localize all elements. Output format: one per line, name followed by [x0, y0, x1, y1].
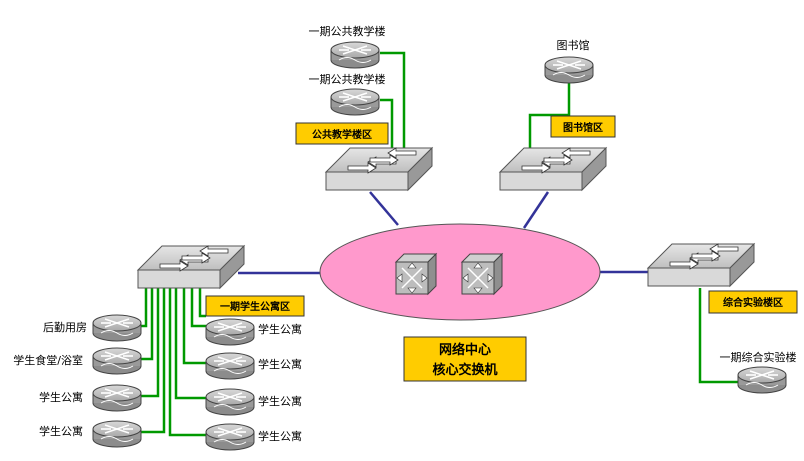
link-dorm-right-3: [182, 288, 206, 365]
link-logistics: [141, 288, 148, 328]
link-dorm-right-4: [190, 288, 206, 328]
link-dorm-left-2: [141, 288, 166, 434]
zone-tag-label: 公共教学楼区: [312, 128, 372, 141]
router-icon-logistics[interactable]: [92, 314, 142, 342]
zone-tag-label: 综合实验楼区: [723, 296, 783, 309]
zone-tag-label: 图书馆区: [563, 121, 603, 134]
teaching-switch-icon[interactable]: [325, 147, 433, 191]
router-icon-dorm-left-2[interactable]: [92, 420, 142, 448]
label-logistics-housing: 后勤用房: [43, 321, 87, 334]
label-library: 图书馆: [557, 38, 590, 52]
label-dorm-right-2: 学生公寓: [258, 357, 302, 371]
zone-tag-lab: 综合实验楼区: [708, 290, 798, 314]
core-ellipse: [319, 223, 601, 321]
core-switch-icon-1[interactable]: [395, 253, 437, 295]
library-switch-icon[interactable]: [499, 147, 607, 191]
link-dorm-extra: [198, 288, 206, 318]
router-icon-teaching-2[interactable]: [330, 88, 380, 116]
label-teaching-building-1: 一期公共教学楼: [309, 24, 386, 38]
label-dorm-left-2: 学生公寓: [39, 424, 83, 438]
link-teaching-2: [380, 98, 394, 150]
router-icon-lab[interactable]: [737, 366, 787, 394]
link-dorm-left-1: [141, 288, 160, 398]
core-label-line2: 核心交换机: [432, 362, 497, 378]
core-switch-icon-2[interactable]: [461, 253, 503, 295]
trunk-link-library: [522, 191, 550, 229]
link-lab: [698, 288, 738, 384]
label-canteen-bath: 学生食堂/浴室: [13, 353, 83, 367]
router-icon-dorm-right-2[interactable]: [205, 352, 255, 380]
core-label-box: 网络中心 核心交换机: [403, 336, 527, 382]
label-dorm-right-1: 学生公寓: [258, 322, 302, 336]
zone-tag-label: 一期学生公寓区: [220, 300, 290, 313]
label-teaching-building-2: 一期公共教学楼: [309, 72, 386, 86]
link-library: [528, 80, 571, 150]
link-canteen: [141, 288, 154, 361]
router-icon-library[interactable]: [544, 56, 594, 84]
router-icon-dorm-left-1[interactable]: [92, 384, 142, 412]
zone-tag-dorm: 一期学生公寓区: [205, 295, 305, 317]
zone-tag-library: 图书馆区: [550, 115, 616, 138]
link-teaching-1: [380, 51, 406, 150]
label-dorm-left-1: 学生公寓: [39, 390, 83, 404]
router-icon-canteen[interactable]: [92, 347, 142, 375]
link-dorm-right-2: [174, 288, 206, 400]
link-dorm-right-1: [168, 288, 206, 437]
lab-switch-icon[interactable]: [647, 243, 755, 287]
label-dorm-right-3: 学生公寓: [258, 394, 302, 408]
router-icon-dorm-right-4[interactable]: [205, 423, 255, 451]
core-label-line1: 网络中心: [439, 342, 491, 358]
router-icon-dorm-right-3[interactable]: [205, 388, 255, 416]
label-lab-building: 一期综合实验楼: [720, 350, 797, 364]
zone-tag-public-teaching: 公共教学楼区: [295, 122, 389, 145]
dorm-switch-icon[interactable]: [137, 245, 245, 289]
router-icon-teaching-1[interactable]: [330, 41, 380, 69]
router-icon-dorm-right-1[interactable]: [205, 318, 255, 346]
trunk-link-teaching: [369, 191, 399, 226]
label-dorm-right-4: 学生公寓: [258, 429, 302, 443]
